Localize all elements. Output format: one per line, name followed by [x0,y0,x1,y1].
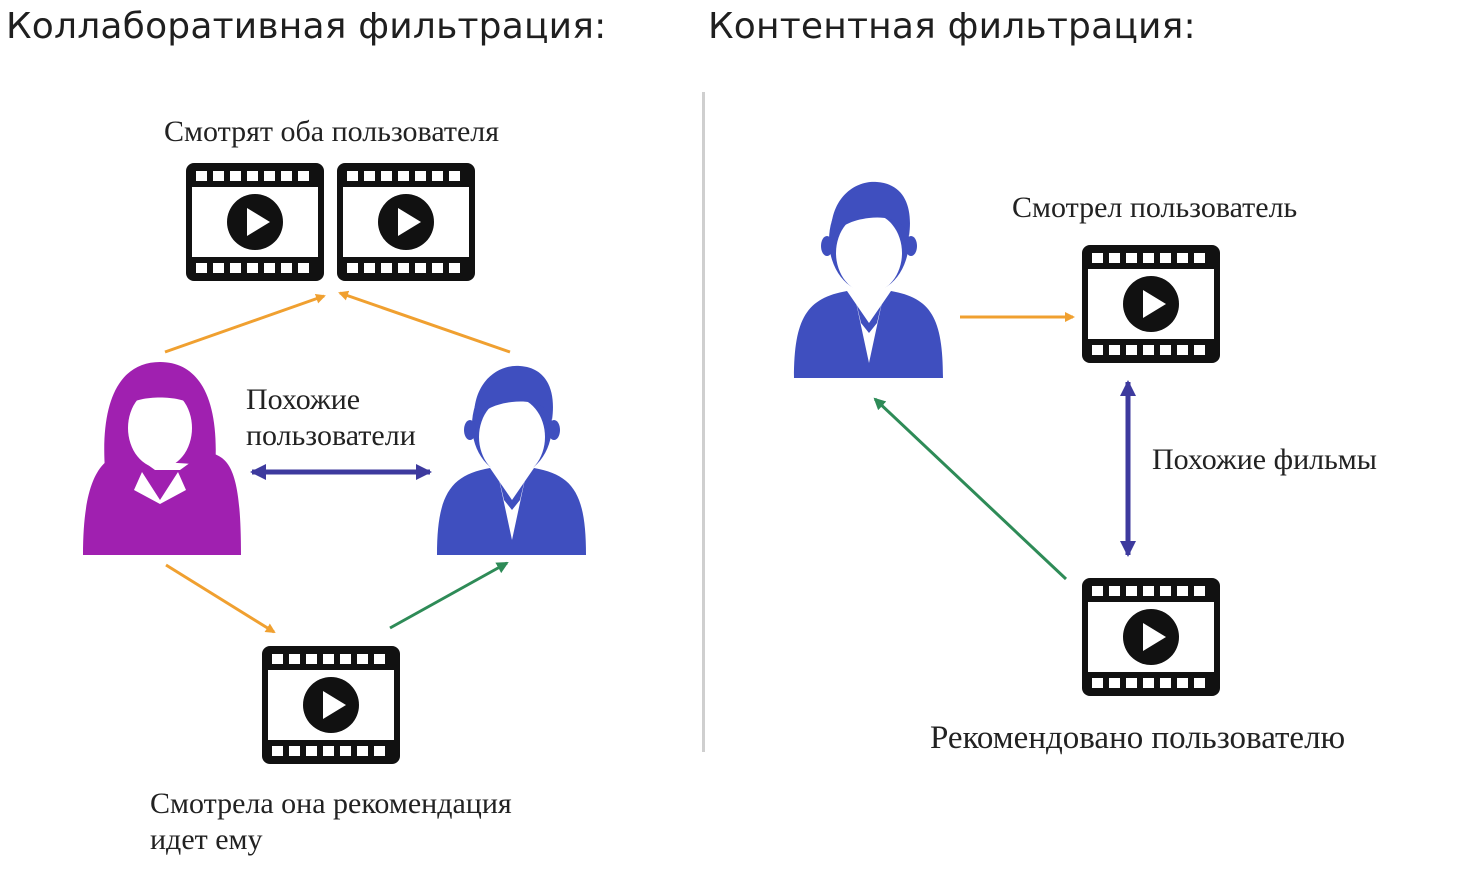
arrow-recommendation-to-male [389,561,509,630]
recommendation-label: Смотрела она рекомендация идет ему [150,787,512,856]
film-play-icon [186,163,324,281]
arrow-male-to-films [338,290,511,354]
similar-films-label: Похожие фильмы [1152,443,1377,476]
user-watched-label: Смотрел пользователь [1012,191,1298,224]
content-title: Контентная фильтрация: [708,6,1196,47]
arrow-female-to-recommended-film [165,563,276,634]
film-play-icon [1082,578,1220,696]
arrow-female-to-films [164,293,326,354]
male-user-icon [794,181,943,378]
film-play-icon [337,163,475,281]
film-play-icon [1082,245,1220,363]
arrow-recommendation-to-user [873,397,1068,581]
film-play-icon [262,646,400,764]
similar-users-label: Похожие пользователи [246,383,416,452]
collaborative-title: Коллаборативная фильтрация: [6,6,607,47]
recommended-label: Рекомендовано пользователю [930,720,1346,756]
male-user-icon [437,365,586,555]
female-user-icon [83,362,241,555]
section-divider [702,92,705,752]
both-watch-label: Смотрят оба пользователя [164,115,500,148]
